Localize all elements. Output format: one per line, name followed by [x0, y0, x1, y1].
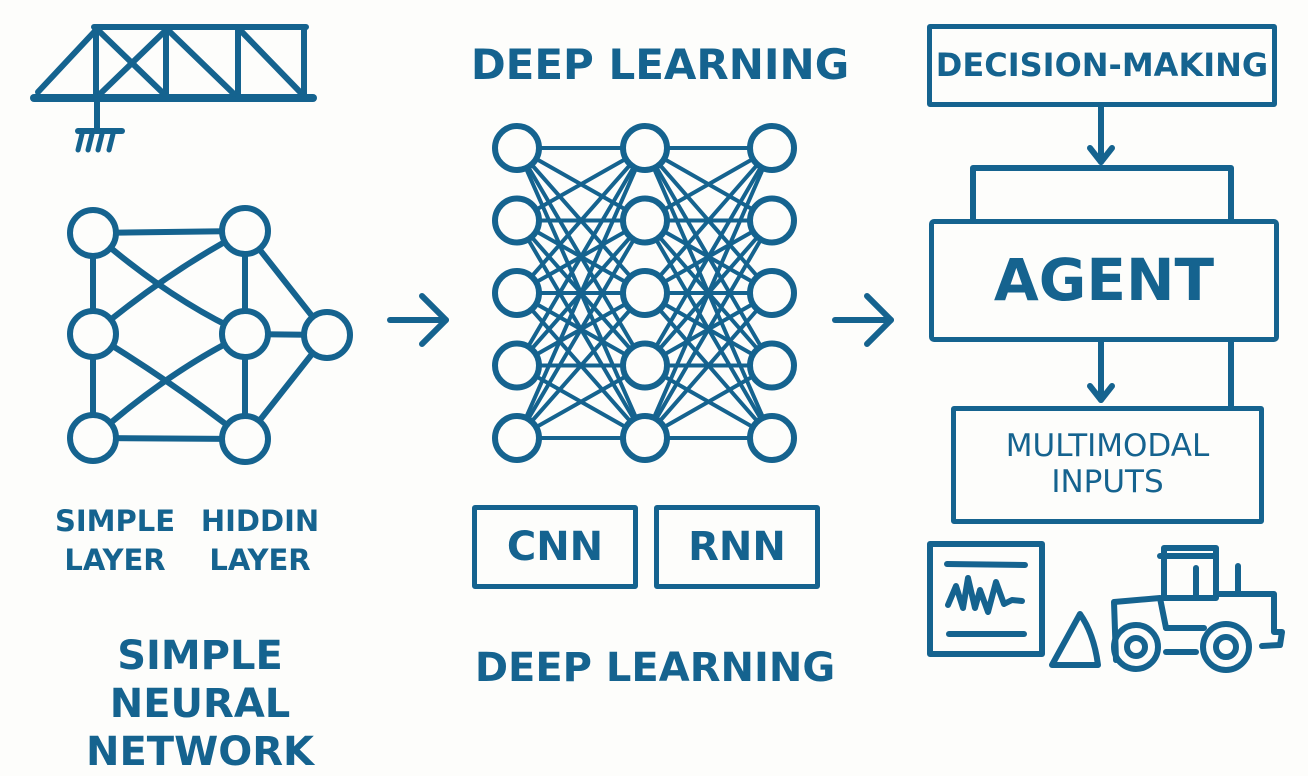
network-node	[620, 340, 670, 391]
network-edge	[515, 218, 647, 440]
multimodal-inputs-box: MULTIMODAL INPUTS	[951, 406, 1264, 524]
multimodal-inputs-label: MULTIMODAL INPUTS	[1005, 428, 1210, 500]
network-node	[301, 309, 353, 361]
network-node	[492, 413, 542, 463]
network-node	[492, 123, 542, 173]
network-edge	[643, 291, 774, 440]
network-edge	[643, 146, 774, 368]
flow-connectors	[970, 103, 1234, 409]
network-edge	[515, 146, 647, 368]
deep-network-graph	[492, 123, 797, 463]
deep-learning-heading: DEEP LEARNING	[470, 40, 850, 89]
network-edge	[515, 146, 647, 295]
truss-bridge-icon	[30, 24, 317, 153]
wheel-loader-icon	[1049, 545, 1285, 673]
deep-learning-footer: DEEP LEARNING	[474, 645, 836, 691]
rnn-box: RNN	[654, 505, 820, 589]
agent-box: AGENT	[929, 219, 1279, 342]
simple-neural-network-title: SIMPLE NEURAL NETWORK	[85, 633, 314, 775]
network-edge	[643, 218, 774, 440]
decision-making-label: DECISION-MAKING	[935, 46, 1269, 85]
cnn-box: CNN	[472, 505, 638, 589]
simple-layer-label: SIMPLE LAYER	[54, 504, 176, 578]
network-edge	[643, 146, 774, 440]
network-node	[747, 195, 797, 246]
network-node	[67, 412, 119, 464]
diagram-canvas	[30, 24, 1285, 673]
network-node	[492, 268, 542, 318]
agent-label: AGENT	[993, 246, 1215, 315]
arrow-right-icon	[832, 293, 894, 347]
signal-monitor-icon	[927, 541, 1045, 657]
rnn-label: RNN	[688, 524, 786, 570]
network-node	[747, 268, 797, 318]
network-node	[747, 413, 797, 463]
network-node	[747, 123, 797, 173]
network-edge	[515, 146, 647, 440]
network-node	[67, 207, 119, 259]
network-node	[747, 340, 797, 391]
network-node	[219, 308, 271, 360]
cnn-label: CNN	[506, 524, 604, 570]
network-edge	[515, 291, 647, 440]
network-node	[219, 205, 271, 257]
network-node	[492, 340, 542, 391]
network-node	[219, 413, 271, 465]
arrow-right-icon	[387, 293, 449, 347]
network-node	[67, 308, 119, 360]
hidden-layer-label: HIDDIN LAYER	[200, 504, 320, 578]
network-node	[620, 413, 670, 463]
network-node	[620, 195, 670, 246]
network-node	[620, 268, 670, 318]
decision-making-box: DECISION-MAKING	[927, 24, 1277, 107]
network-edge	[643, 146, 774, 295]
network-node	[492, 195, 542, 246]
simple-network-graph	[67, 205, 353, 465]
network-node	[620, 123, 670, 173]
